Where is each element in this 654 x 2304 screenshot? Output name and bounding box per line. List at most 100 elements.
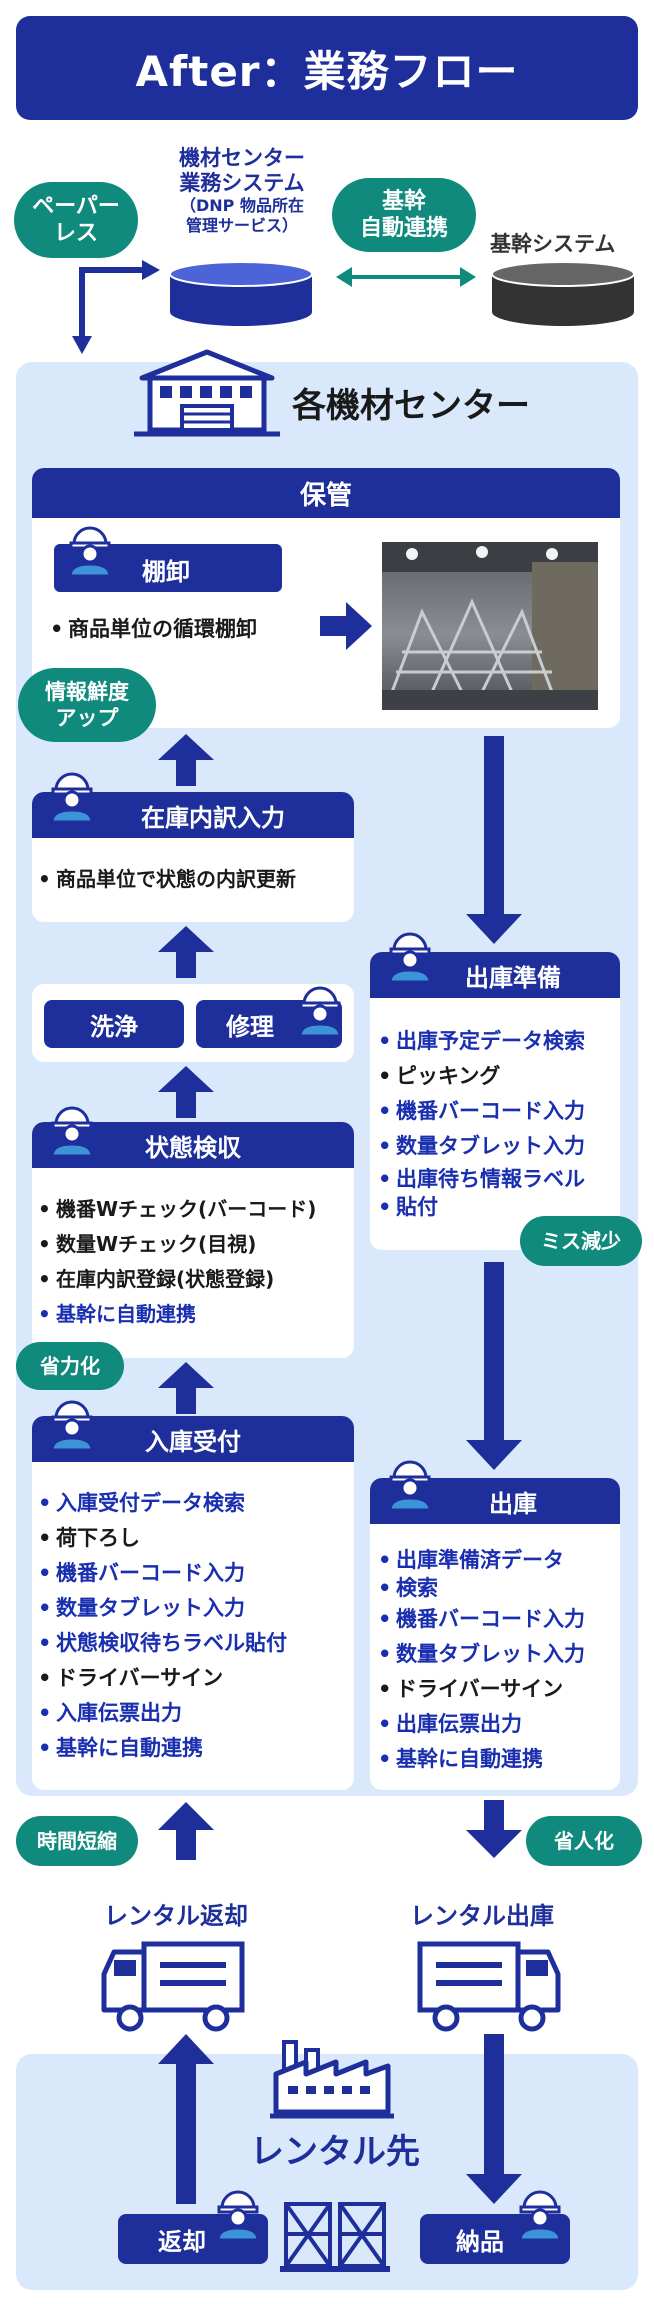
inspection-header: 状態検収 xyxy=(32,1122,354,1168)
page-title: After：業務フロー xyxy=(135,46,519,96)
receiving-header-label: 入庫受付 xyxy=(145,1427,241,1456)
receiving-item: 入庫伝票出力 xyxy=(38,1696,358,1731)
arrow-up-icon xyxy=(158,2034,214,2204)
receiving-list: 入庫受付データ検索 荷下ろし 機番バーコード入力 数量タブレット入力 状態検収待… xyxy=(38,1486,358,1766)
inventory-item: 商品単位で状態の内訳更新 xyxy=(38,862,358,897)
time-saving-badge: 時間短縮 xyxy=(16,1816,138,1866)
inspection-header-label: 状態検収 xyxy=(145,1133,241,1162)
arrow-down-icon xyxy=(466,1800,522,1858)
receiving-item: 状態検収待ちラベル貼付 xyxy=(38,1626,358,1661)
auto-link-line1: 基幹 xyxy=(381,188,426,214)
paperless-line1: ペーパー xyxy=(32,193,120,219)
worker-icon xyxy=(50,772,94,822)
shipping-header-label: 出庫 xyxy=(489,1489,537,1518)
system-label-line1: 機材センター xyxy=(179,146,305,170)
prep-item: ピッキング xyxy=(378,1059,618,1094)
wash-button: 洗浄 xyxy=(44,1000,184,1048)
prep-item: 出庫待ち情報ラベル xyxy=(378,1164,618,1194)
worker-icon xyxy=(518,2190,562,2240)
prep-list: 出庫予定データ検索 ピッキング 機番バーコード入力 数量タブレット入力 出庫待ち… xyxy=(378,1024,618,1220)
arrow-up-icon xyxy=(158,1066,214,1118)
worker-icon xyxy=(50,1106,94,1156)
staff-saving-label: 省人化 xyxy=(554,1828,614,1853)
labor-saving-label: 省力化 xyxy=(40,1353,100,1378)
destination-title: レンタル先 xyxy=(250,2132,420,2172)
receiving-item: 入庫受付データ検索 xyxy=(38,1486,358,1521)
system-label: 機材センター 業務システム （DNP 物品所在 管理サービス） xyxy=(152,146,332,235)
wash-label: 洗浄 xyxy=(90,1012,138,1041)
storage-item: 商品単位の循環棚卸 xyxy=(50,612,350,647)
paperless-badge: ペーパーレス xyxy=(14,182,138,258)
rental-out-label: レンタル出庫 xyxy=(410,1902,554,1930)
worker-icon xyxy=(50,1400,94,1450)
repair-button: 修理 xyxy=(196,1000,342,1048)
warehouse-icon xyxy=(134,349,280,437)
auto-link-badge: 基幹自動連携 xyxy=(332,178,476,252)
tanaoroshi-label: 棚卸 xyxy=(142,558,190,586)
return-label: 返却 xyxy=(158,2227,206,2256)
shipping-item-cont: 検索 xyxy=(378,1574,618,1602)
arrow-up-icon xyxy=(158,734,214,786)
receiving-item: 荷下ろし xyxy=(38,1521,358,1556)
time-saving-label: 時間短縮 xyxy=(37,1828,117,1853)
shipping-item: 出庫準備済データ xyxy=(378,1546,618,1574)
miss-reduce-badge: ミス減少 xyxy=(520,1216,642,1266)
prep-item: 機番バーコード入力 xyxy=(378,1094,618,1129)
worker-icon xyxy=(298,986,342,1036)
arrow-up-icon xyxy=(158,926,214,978)
receiving-item: 数量タブレット入力 xyxy=(38,1591,358,1626)
receiving-item: ドライバーサイン xyxy=(38,1661,358,1696)
inspection-list: 機番Wチェック(バーコード) 数量Wチェック(目視) 在庫内訳登録(状態登録) … xyxy=(38,1192,358,1332)
worker-icon xyxy=(216,2190,260,2240)
inspection-item: 機番Wチェック(バーコード) xyxy=(38,1192,358,1227)
delivery-label: 納品 xyxy=(456,2227,504,2256)
database-icon xyxy=(169,261,313,326)
inspection-item: 基幹に自動連携 xyxy=(38,1297,358,1332)
truck-icon xyxy=(417,1941,561,2032)
freshness-line1: 情報鮮度 xyxy=(45,679,129,704)
receiving-item: 機番バーコード入力 xyxy=(38,1556,358,1591)
core-database-icon xyxy=(491,261,635,326)
pallet-icon xyxy=(280,2202,390,2272)
auto-link-line2: 自動連携 xyxy=(359,216,448,241)
elbow-arrow-icon xyxy=(72,260,160,354)
rental-return-label: レンタル返却 xyxy=(104,1902,248,1930)
truck-icon xyxy=(101,1941,245,2032)
arrow-down-icon xyxy=(466,2034,522,2204)
sync-arrow-icon xyxy=(336,267,476,287)
inspection-item: 在庫内訳登録(状態登録) xyxy=(38,1262,358,1297)
arrow-down-icon xyxy=(466,1262,522,1470)
repair-label: 修理 xyxy=(226,1012,274,1041)
arrow-down-icon xyxy=(466,736,522,944)
shipping-item: 数量タブレット入力 xyxy=(378,1637,618,1672)
miss-reduce-label: ミス減少 xyxy=(541,1228,621,1253)
inspection-item: 数量Wチェック(目視) xyxy=(38,1227,358,1262)
receiving-item: 基幹に自動連携 xyxy=(38,1731,358,1766)
staff-saving-badge: 省人化 xyxy=(526,1816,642,1866)
freshness-badge: 情報鮮度アップ xyxy=(18,668,156,742)
system-label-line2: 業務システム xyxy=(179,171,305,196)
warehouse-photo xyxy=(382,542,598,710)
paperless-line2: レス xyxy=(53,221,98,246)
prep-item-cont: 貼付 xyxy=(378,1194,618,1220)
arrow-up-icon xyxy=(158,1802,214,1860)
core-system-label: 基幹システム xyxy=(490,232,616,256)
shipping-item: ドライバーサイン xyxy=(378,1672,618,1707)
storage-list: 商品単位の循環棚卸 xyxy=(50,612,350,647)
inventory-list: 商品単位で状態の内訳更新 xyxy=(38,862,358,897)
arrow-right-icon xyxy=(320,602,372,650)
system-label-line4: 管理サービス） xyxy=(185,215,298,235)
shipping-item: 基幹に自動連携 xyxy=(378,1742,618,1777)
shipping-item: 出庫伝票出力 xyxy=(378,1707,618,1742)
labor-saving-badge: 省力化 xyxy=(16,1342,124,1390)
center-title: 各機材センター xyxy=(292,386,530,426)
freshness-line2: アップ xyxy=(55,706,119,730)
storage-header: 保管 xyxy=(32,468,620,518)
system-label-line3: （DNP 物品所在 xyxy=(180,196,304,216)
inventory-header-label: 在庫内訳入力 xyxy=(141,803,285,832)
prep-item: 数量タブレット入力 xyxy=(378,1129,618,1164)
factory-icon xyxy=(270,2040,394,2119)
shipping-item: 機番バーコード入力 xyxy=(378,1602,618,1637)
worker-icon xyxy=(68,526,112,576)
prep-item: 出庫予定データ検索 xyxy=(378,1024,618,1059)
